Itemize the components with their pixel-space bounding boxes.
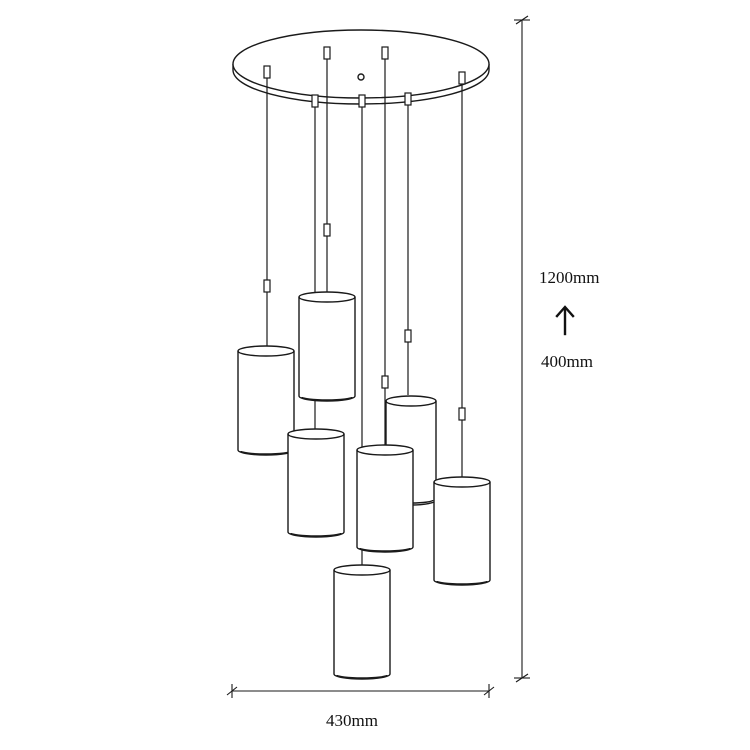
width-dimension-line <box>226 684 495 698</box>
canopy-screw-icon <box>357 73 365 81</box>
lamp-shade <box>287 428 345 538</box>
lamp-shade <box>333 564 391 680</box>
height-dimension-line <box>514 15 530 683</box>
up-arrow-icon <box>555 305 575 336</box>
lamp-shades <box>237 291 491 680</box>
lamp-shade <box>237 345 295 456</box>
min-height-label: 400mm <box>541 352 593 371</box>
lamp-shade <box>433 476 491 586</box>
lamp-shade <box>356 444 414 553</box>
max-height-label: 1200mm <box>539 268 600 287</box>
width-label: 430mm <box>326 711 378 730</box>
ceiling-canopy <box>232 29 490 105</box>
lamp-shade <box>298 291 356 402</box>
